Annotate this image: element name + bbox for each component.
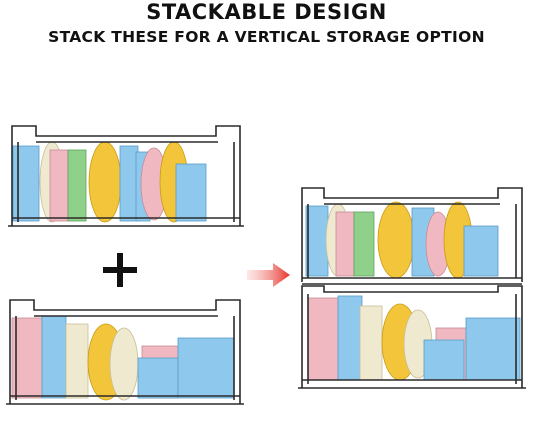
blue-tray bbox=[337, 295, 363, 381]
blue-tray bbox=[177, 337, 235, 399]
blue-tray bbox=[119, 145, 139, 222]
green-plate-stack bbox=[353, 211, 375, 277]
rack-single-bottom bbox=[6, 299, 244, 405]
cream-tray bbox=[359, 305, 383, 381]
blue-plate-stack bbox=[305, 205, 329, 277]
blue-tray bbox=[463, 225, 499, 277]
yellow-round-plate bbox=[88, 141, 122, 223]
pink-tray bbox=[307, 297, 339, 381]
green-plate-stack bbox=[67, 149, 87, 222]
rack-stacked bbox=[298, 187, 526, 389]
blue-plate-stack bbox=[12, 145, 40, 222]
cream-round-plate bbox=[109, 327, 139, 401]
arrow-right-icon bbox=[247, 263, 290, 287]
blue-tray bbox=[175, 163, 207, 222]
page-subtitle: STACK THESE FOR A VERTICAL STORAGE OPTIO… bbox=[48, 28, 485, 46]
page-title: STACKABLE DESIGN bbox=[146, 0, 387, 24]
blue-bowl-stack bbox=[423, 339, 465, 381]
blue-bowl-stack bbox=[137, 357, 179, 399]
blue-tray bbox=[41, 315, 67, 399]
rack-single-top bbox=[8, 125, 244, 227]
plus-icon bbox=[100, 250, 140, 290]
blue-tray bbox=[465, 317, 521, 381]
pink-plate-stack bbox=[49, 149, 69, 222]
pink-tray bbox=[11, 317, 43, 399]
yellow-round-plate bbox=[377, 201, 415, 279]
pink-plate-stack bbox=[335, 211, 355, 277]
cream-tray bbox=[65, 323, 89, 399]
